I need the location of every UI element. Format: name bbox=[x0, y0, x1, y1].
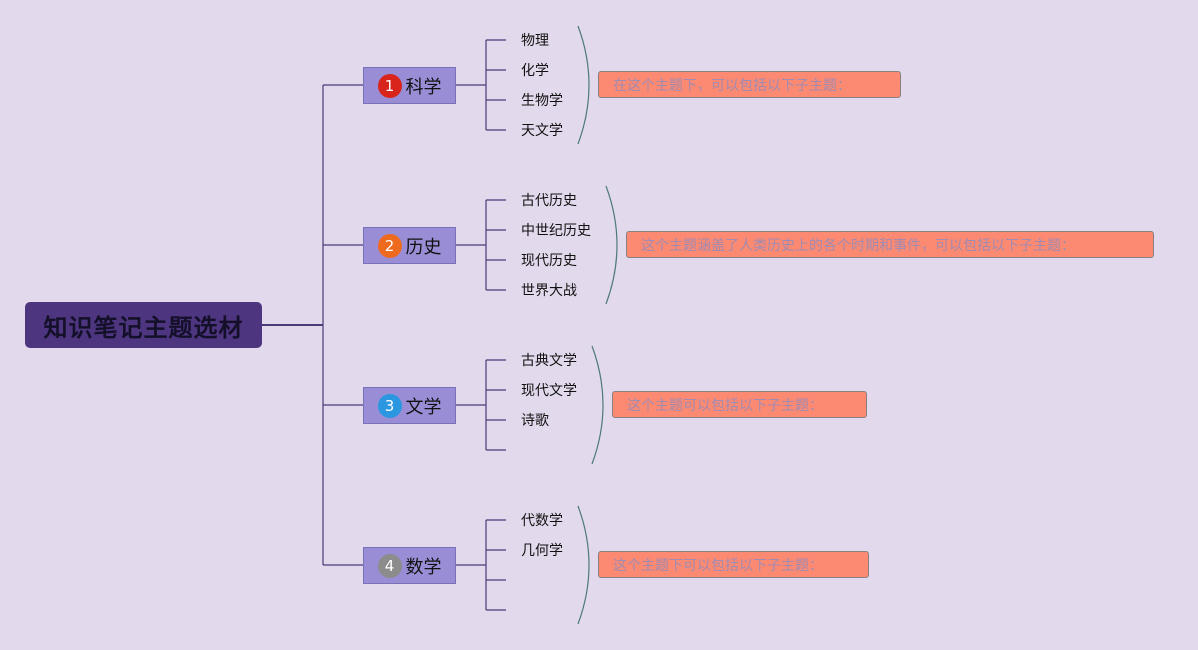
subtopic-biology[interactable]: 生物学 bbox=[521, 93, 563, 109]
subtopic-chemistry[interactable]: 化学 bbox=[521, 63, 549, 79]
subtopic-physics[interactable]: 物理 bbox=[521, 33, 549, 49]
summary-note-mathematics[interactable]: 这个主题下可以包括以下子主题： bbox=[598, 551, 869, 578]
subtopic-ancient-history[interactable]: 古代历史 bbox=[521, 193, 577, 209]
topic-literature[interactable]: 3 文学 bbox=[363, 387, 456, 424]
summary-brace-4 bbox=[577, 505, 590, 625]
subtopic-connectors-4 bbox=[456, 519, 506, 611]
priority-3-icon: 3 bbox=[377, 393, 402, 418]
subtopic-geometry[interactable]: 几何学 bbox=[521, 543, 563, 559]
topic-label: 数学 bbox=[405, 556, 442, 578]
topic-history[interactable]: 2 历史 bbox=[363, 227, 456, 264]
topic-science[interactable]: 1 科学 bbox=[363, 67, 456, 104]
summary-brace-2 bbox=[605, 185, 618, 305]
subtopic-astronomy[interactable]: 天文学 bbox=[521, 123, 563, 139]
summary-note-science[interactable]: 在这个主题下，可以包括以下子主题： bbox=[598, 71, 901, 98]
summary-note-text: 在这个主题下，可以包括以下子主题： bbox=[613, 77, 851, 94]
priority-1-icon: 1 bbox=[377, 73, 402, 98]
subtopic-classical-literature[interactable]: 古典文学 bbox=[521, 353, 577, 369]
priority-4-icon: 4 bbox=[377, 553, 402, 578]
subtopic-connectors-3 bbox=[456, 359, 506, 451]
summary-note-text: 这个主题下可以包括以下子主题： bbox=[613, 557, 823, 574]
summary-brace-1 bbox=[577, 25, 590, 145]
topic-label: 科学 bbox=[405, 76, 442, 98]
subtopic-world-wars[interactable]: 世界大战 bbox=[521, 283, 577, 299]
summary-note-text: 这个主题可以包括以下子主题： bbox=[627, 397, 823, 414]
priority-2-icon: 2 bbox=[377, 233, 402, 258]
summary-brace-3 bbox=[591, 345, 604, 465]
subtopic-algebra[interactable]: 代数学 bbox=[521, 513, 563, 529]
subtopic-modern-history[interactable]: 现代历史 bbox=[521, 253, 577, 269]
subtopic-connectors-1 bbox=[456, 39, 506, 131]
topic-label: 文学 bbox=[405, 396, 442, 418]
subtopic-medieval-history[interactable]: 中世纪历史 bbox=[521, 223, 591, 239]
summary-note-history[interactable]: 这个主题涵盖了人类历史上的各个时期和事件，可以包括以下子主题： bbox=[626, 231, 1154, 258]
summary-note-text: 这个主题涵盖了人类历史上的各个时期和事件，可以包括以下子主题： bbox=[641, 237, 1075, 254]
central-topic-label: 知识笔记主题选材 bbox=[43, 313, 244, 342]
subtopic-connectors-2 bbox=[456, 199, 506, 291]
subtopic-poetry[interactable]: 诗歌 bbox=[521, 413, 549, 429]
subtopic-modern-literature[interactable]: 现代文学 bbox=[521, 383, 577, 399]
topic-label: 历史 bbox=[405, 236, 442, 258]
summary-note-literature[interactable]: 这个主题可以包括以下子主题： bbox=[612, 391, 867, 418]
topic-mathematics[interactable]: 4 数学 bbox=[363, 547, 456, 584]
central-topic[interactable]: 知识笔记主题选材 bbox=[25, 302, 262, 348]
